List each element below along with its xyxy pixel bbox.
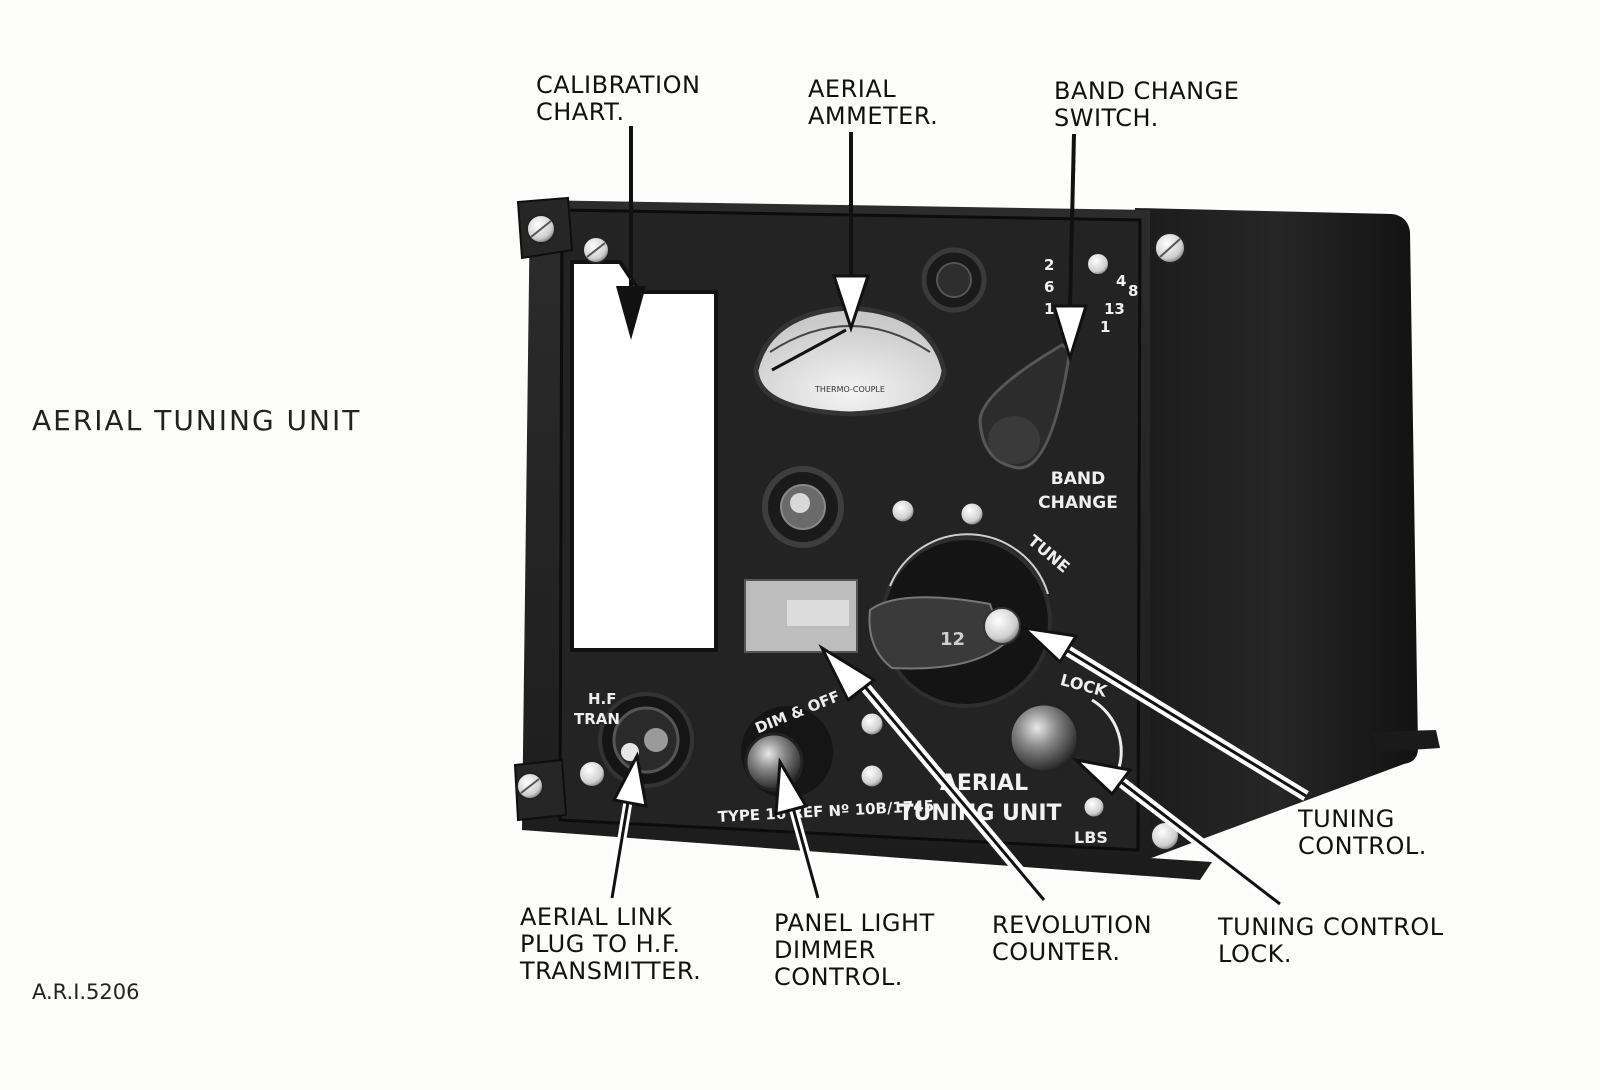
arrow-tuning-control bbox=[1019, 625, 1309, 801]
figure-title: AERIAL TUNING UNIT bbox=[32, 404, 362, 437]
revolution-counter-digits: 12 bbox=[940, 629, 965, 650]
band-number: 8 bbox=[1128, 282, 1138, 300]
band-change-engraving: CHANGE bbox=[1038, 493, 1118, 513]
band-number: 4 bbox=[1116, 272, 1126, 290]
callout-tuning-control: TUNING CONTROL. bbox=[1298, 805, 1427, 860]
callout-revolution-counter: REVOLUTION COUNTER. bbox=[992, 911, 1153, 966]
revolution-counter-window bbox=[744, 579, 858, 653]
band-change-knob bbox=[978, 343, 1072, 470]
hf-engraving: TRAN bbox=[574, 710, 620, 728]
aerial-link-plug: H.F TRAN bbox=[574, 690, 694, 788]
callout-calibration-chart: CALIBRATION CHART. bbox=[536, 71, 701, 126]
band-change-markings: 2 6 1 4 8 13 1 BAND CHANGE bbox=[1038, 256, 1138, 513]
callout-panel-light-dimmer: PANEL LIGHT DIMMER CONTROL. bbox=[774, 909, 935, 991]
band-number: 1 bbox=[1100, 318, 1110, 336]
panel-lamp bbox=[762, 466, 844, 548]
band-number: 6 bbox=[1044, 278, 1054, 296]
name-plate: AERIAL TUNING UNIT TYPE 16 REF Nº 10B/17… bbox=[717, 771, 1061, 826]
panel-screws bbox=[516, 214, 1186, 851]
arrow-aerial-link-plug bbox=[607, 751, 648, 899]
arrow-revolution-counter bbox=[818, 643, 1049, 904]
arrow-calibration-chart bbox=[616, 126, 646, 340]
calibration-chart-window bbox=[570, 260, 718, 652]
arrow-band-change-switch bbox=[1051, 133, 1089, 364]
band-number: 1 bbox=[1044, 300, 1054, 318]
hf-engraving: H.F bbox=[588, 690, 617, 708]
tuning-dial: TUNE 12 bbox=[868, 531, 1074, 708]
callout-aerial-link-plug: AERIAL LINK PLUG TO H.F. TRANSMITTER. bbox=[520, 903, 702, 985]
aerial-ammeter-dial: THERMO-COUPLE bbox=[753, 305, 947, 417]
unit-side-case bbox=[1135, 208, 1440, 860]
band-number: 2 bbox=[1044, 256, 1054, 274]
band-number: 13 bbox=[1104, 300, 1125, 318]
callout-band-change-switch: BAND CHANGE SWITCH. bbox=[1054, 77, 1240, 132]
callout-aerial-ammeter: AERIAL AMMETER. bbox=[808, 75, 939, 130]
top-socket bbox=[921, 247, 987, 313]
arrow-panel-light-dimmer bbox=[774, 757, 823, 900]
arrow-aerial-ammeter bbox=[831, 132, 871, 333]
callout-arrows bbox=[607, 126, 1309, 909]
lbs-engraving: LBS bbox=[1074, 828, 1108, 847]
callout-tuning-control-lock: TUNING CONTROL LOCK. bbox=[1218, 913, 1444, 968]
arrow-tuning-control-lock bbox=[1071, 757, 1284, 909]
figure-reference: A.R.I.5206 bbox=[32, 980, 140, 1004]
band-change-engraving: BAND bbox=[1051, 469, 1105, 489]
svg-text:THERMO-COUPLE: THERMO-COUPLE bbox=[814, 385, 885, 394]
